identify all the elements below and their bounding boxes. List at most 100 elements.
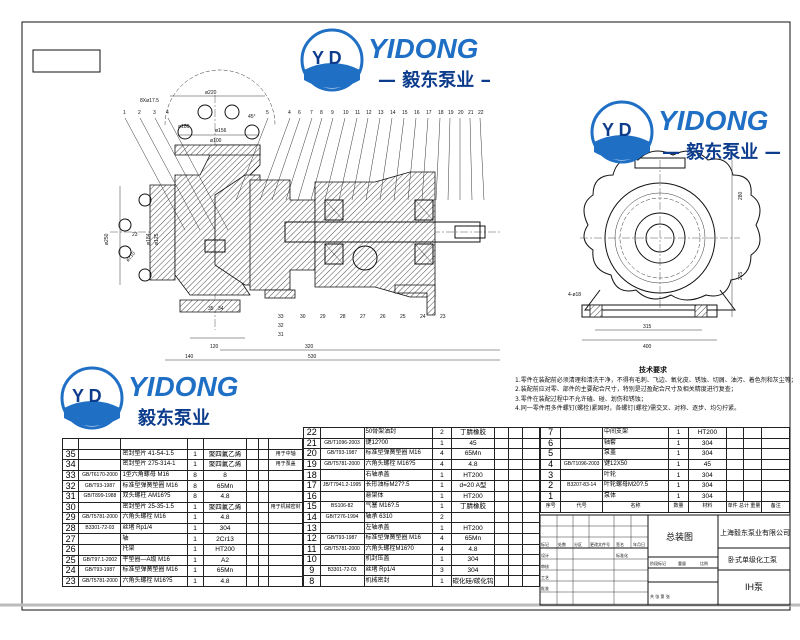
bom-cell: GB/T5781-2000 <box>319 458 365 471</box>
bom-cell <box>257 543 270 556</box>
bom-cell: 左轴承盖 <box>363 522 434 534</box>
bom-cell: 23 <box>61 575 80 588</box>
dim-d100: ø100 <box>210 138 222 144</box>
bom-cell: 1 <box>667 479 690 492</box>
callout-label: 11 <box>355 110 360 116</box>
bom-cell <box>257 501 270 514</box>
bom-cell <box>521 501 541 513</box>
bom-cell: 45 <box>450 437 496 450</box>
bom-cell <box>202 438 248 450</box>
bom-cell: 2 <box>432 427 452 439</box>
bom-cell: 8 <box>303 575 321 587</box>
bom-cell <box>508 501 523 513</box>
tech-title: 技术要求 <box>639 366 667 374</box>
callout-label: 13 <box>378 110 384 116</box>
bom-cell: 4.8 <box>450 458 496 471</box>
bom-cell <box>508 543 523 556</box>
bom-cell <box>78 448 122 461</box>
bom-cell: 1型六角螺母 M16 <box>120 469 188 482</box>
label-design: 设计 <box>541 552 549 558</box>
bom-cell: 标准型弹簧垫圈 M16 <box>363 532 434 545</box>
bom-cell <box>78 533 122 545</box>
bom-cell: 1 <box>186 501 204 514</box>
bom-cell: 丝堵 Rp1/4 <box>363 564 434 577</box>
bom-cell: 1 <box>186 512 204 524</box>
label-change-doc: 更改文件号 <box>590 541 610 547</box>
bom-cell <box>560 427 604 439</box>
bom-cell <box>743 490 763 503</box>
bom-cell: 备注 <box>761 501 790 513</box>
bom-cell <box>61 438 80 450</box>
bom-cell: 1 <box>667 427 690 439</box>
bom-cell: GB/T93-1987 <box>319 448 365 460</box>
bom-cell <box>319 427 365 439</box>
bom-cell: 65Mn <box>450 532 496 545</box>
bom-cell: 1 <box>186 554 204 567</box>
bom-cell <box>508 458 523 471</box>
bom-cell: 标准型弹簧垫圈 M16 <box>363 448 434 460</box>
leader-line <box>379 117 393 201</box>
bom-cell <box>494 522 510 534</box>
leader-line <box>124 117 186 231</box>
bom-cell: 16 <box>303 490 321 503</box>
bom-cell <box>743 469 763 481</box>
bom-cell: GB/T899-1988 <box>78 490 122 503</box>
bom-cell: 密封垫片 275-314-1 <box>120 459 188 471</box>
bom-cell: 30 <box>61 501 80 514</box>
bom-cell <box>521 564 541 577</box>
bom-cell <box>494 448 510 460</box>
bom-cell: 304 <box>688 437 727 450</box>
bom-cell: 聚四氟乙烯 <box>202 459 248 471</box>
bom-cell <box>743 458 763 471</box>
dim-d156: ø156 <box>215 128 227 134</box>
dim-225: 225 <box>738 271 744 280</box>
bom-cell: 304 <box>688 479 727 492</box>
bom-cell: 机械密封 <box>363 575 434 587</box>
bom-cell: B3301-72-03 <box>319 564 365 577</box>
bom-cell <box>246 554 259 567</box>
callout-label: 26 <box>380 314 386 320</box>
callout-label: 21 <box>468 110 474 116</box>
bom-cell: 1 <box>667 448 690 460</box>
bom-cell <box>508 532 523 545</box>
label-count: 处数 <box>558 541 566 547</box>
callout-label: 10 <box>343 110 349 116</box>
bom-cell: 标准型弹簧垫圈 M16 <box>120 480 188 492</box>
table-row <box>61 438 303 450</box>
bom-cell <box>268 575 303 588</box>
bom-cell <box>494 554 510 566</box>
bom-cell <box>560 448 604 460</box>
bom-cell: 304 <box>450 564 496 577</box>
leader-line <box>469 117 473 201</box>
bom-cell: 8 <box>186 480 204 492</box>
product-name: 卧式单级化工泵 <box>728 555 777 564</box>
bom-cell: 1 <box>432 522 452 534</box>
table-header-row: 序号代号名称数量材料单件 总计 重量备注 <box>539 501 790 513</box>
bom-cell <box>761 490 790 503</box>
bom-cell: 平垫圈—A级 M16 <box>120 554 188 567</box>
bom-cell: 22 <box>303 427 321 439</box>
bom-cell <box>521 437 541 450</box>
bom-cell <box>319 522 365 534</box>
bom-cell: 1 <box>667 469 690 481</box>
dim-120: 120 <box>210 344 219 350</box>
bom-cell: 密封垫片 25-35-1.5 <box>120 501 188 514</box>
bom-cell: 18 <box>303 469 321 481</box>
callout-label: 31 <box>278 332 284 338</box>
bom-cell <box>257 522 270 535</box>
bom-cell: 4.8 <box>202 490 248 503</box>
bom-cell <box>78 438 122 450</box>
callout-label: 16 <box>414 110 420 116</box>
bom-cell: 1 <box>432 469 452 481</box>
bom-cell: 六角头螺栓 M16?5 <box>120 575 188 588</box>
callout-label: 2 <box>138 110 141 116</box>
